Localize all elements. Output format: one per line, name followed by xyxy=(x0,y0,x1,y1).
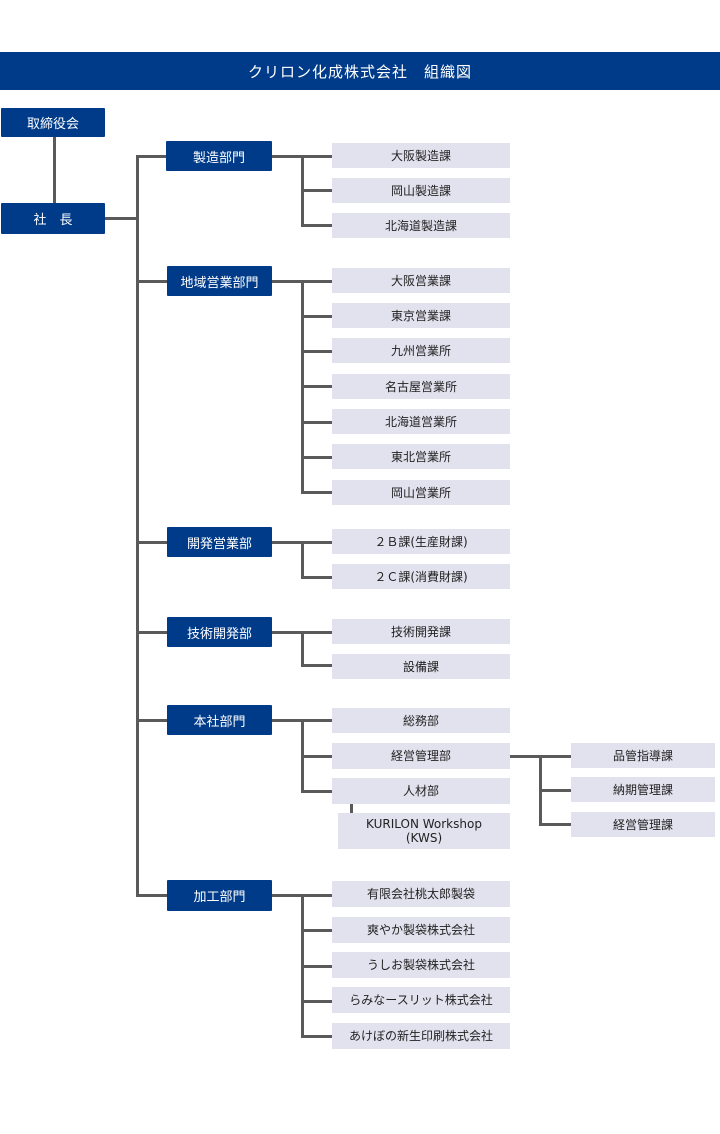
unit-branch-line xyxy=(301,421,332,424)
president-to-trunk-line xyxy=(105,217,138,220)
dept-branch-line xyxy=(136,155,166,158)
unit-box: 人材部 xyxy=(332,778,510,804)
department-box: 本社部門 xyxy=(167,705,272,735)
unit-box: 名古屋営業所 xyxy=(332,374,510,399)
unit-branch-line xyxy=(301,456,332,459)
unit-box: 有限会社桃太郎製袋 xyxy=(332,881,510,907)
unit-box: 東北営業所 xyxy=(332,444,510,469)
section-box: 品管指導課 xyxy=(571,743,715,768)
unit-branch-line xyxy=(301,1035,332,1038)
unit-branch-line xyxy=(301,664,332,667)
unit-trunk-line xyxy=(301,541,304,579)
department-box: 技術開発部 xyxy=(167,617,272,647)
unit-box: 技術開発課 xyxy=(332,619,510,644)
unit-branch-line xyxy=(301,576,332,579)
unit-box: 東京営業課 xyxy=(332,303,510,328)
dept-branch-line xyxy=(136,894,167,897)
unit-branch-line xyxy=(301,965,332,968)
section-box: 経営管理課 xyxy=(571,812,715,837)
unit-branch-line xyxy=(301,1000,332,1003)
unit-box: 総務部 xyxy=(332,708,510,733)
unit-box: 設備課 xyxy=(332,654,510,679)
section-branch-line xyxy=(539,823,571,826)
section-box: 納期管理課 xyxy=(571,777,715,802)
dept-branch-line xyxy=(136,280,167,283)
unit-branch-line xyxy=(301,224,332,227)
unit-branch-line xyxy=(301,491,332,494)
dept-branch-line xyxy=(136,719,167,722)
page-title: クリロン化成株式会社 組織図 xyxy=(0,52,720,90)
unit-box: うしお製袋株式会社 xyxy=(332,952,510,978)
board-to-president-line xyxy=(53,137,56,203)
unit-box: 岡山製造課 xyxy=(332,178,510,203)
dept-branch-line xyxy=(136,541,167,544)
dept-branch-line xyxy=(136,631,167,634)
unit-box: らみなースリット株式会社 xyxy=(332,987,510,1013)
section-branch-line xyxy=(539,789,571,792)
unit-box: 岡山営業所 xyxy=(332,480,510,505)
president-box: 社 長 xyxy=(1,203,105,234)
unit-branch-line xyxy=(301,189,332,192)
unit-box: 九州営業所 xyxy=(332,338,510,363)
department-box: 開発営業部 xyxy=(167,527,272,557)
board-box: 取締役会 xyxy=(1,108,105,137)
sub-unit-connector-line xyxy=(350,803,353,813)
unit-branch-line xyxy=(301,790,332,793)
unit-box: あけぼの新生印刷株式会社 xyxy=(332,1023,510,1049)
unit-trunk-line xyxy=(301,631,304,667)
unit-branch-line xyxy=(301,385,332,388)
unit-box: 大阪製造課 xyxy=(332,143,510,168)
department-box: 加工部門 xyxy=(167,880,272,911)
unit-box: 北海道製造課 xyxy=(332,213,510,238)
department-box: 製造部門 xyxy=(166,141,272,171)
unit-box: 北海道営業所 xyxy=(332,409,510,434)
unit-box: 経営管理部 xyxy=(332,743,510,769)
unit-branch-line xyxy=(301,350,332,353)
department-box: 地域営業部門 xyxy=(167,266,272,296)
unit-box: 爽やか製袋株式会社 xyxy=(332,917,510,943)
unit-branch-line xyxy=(301,315,332,318)
unit-box: ２Ｃ課(消費財課) xyxy=(332,564,510,589)
main-trunk-line xyxy=(136,155,139,897)
unit-branch-line xyxy=(301,929,332,932)
sub-unit-box: KURILON Workshop (KWS) xyxy=(338,813,510,849)
unit-branch-line xyxy=(301,755,332,758)
unit-box: 大阪営業課 xyxy=(332,268,510,293)
unit-box: ２Ｂ課(生産財課) xyxy=(332,529,510,554)
